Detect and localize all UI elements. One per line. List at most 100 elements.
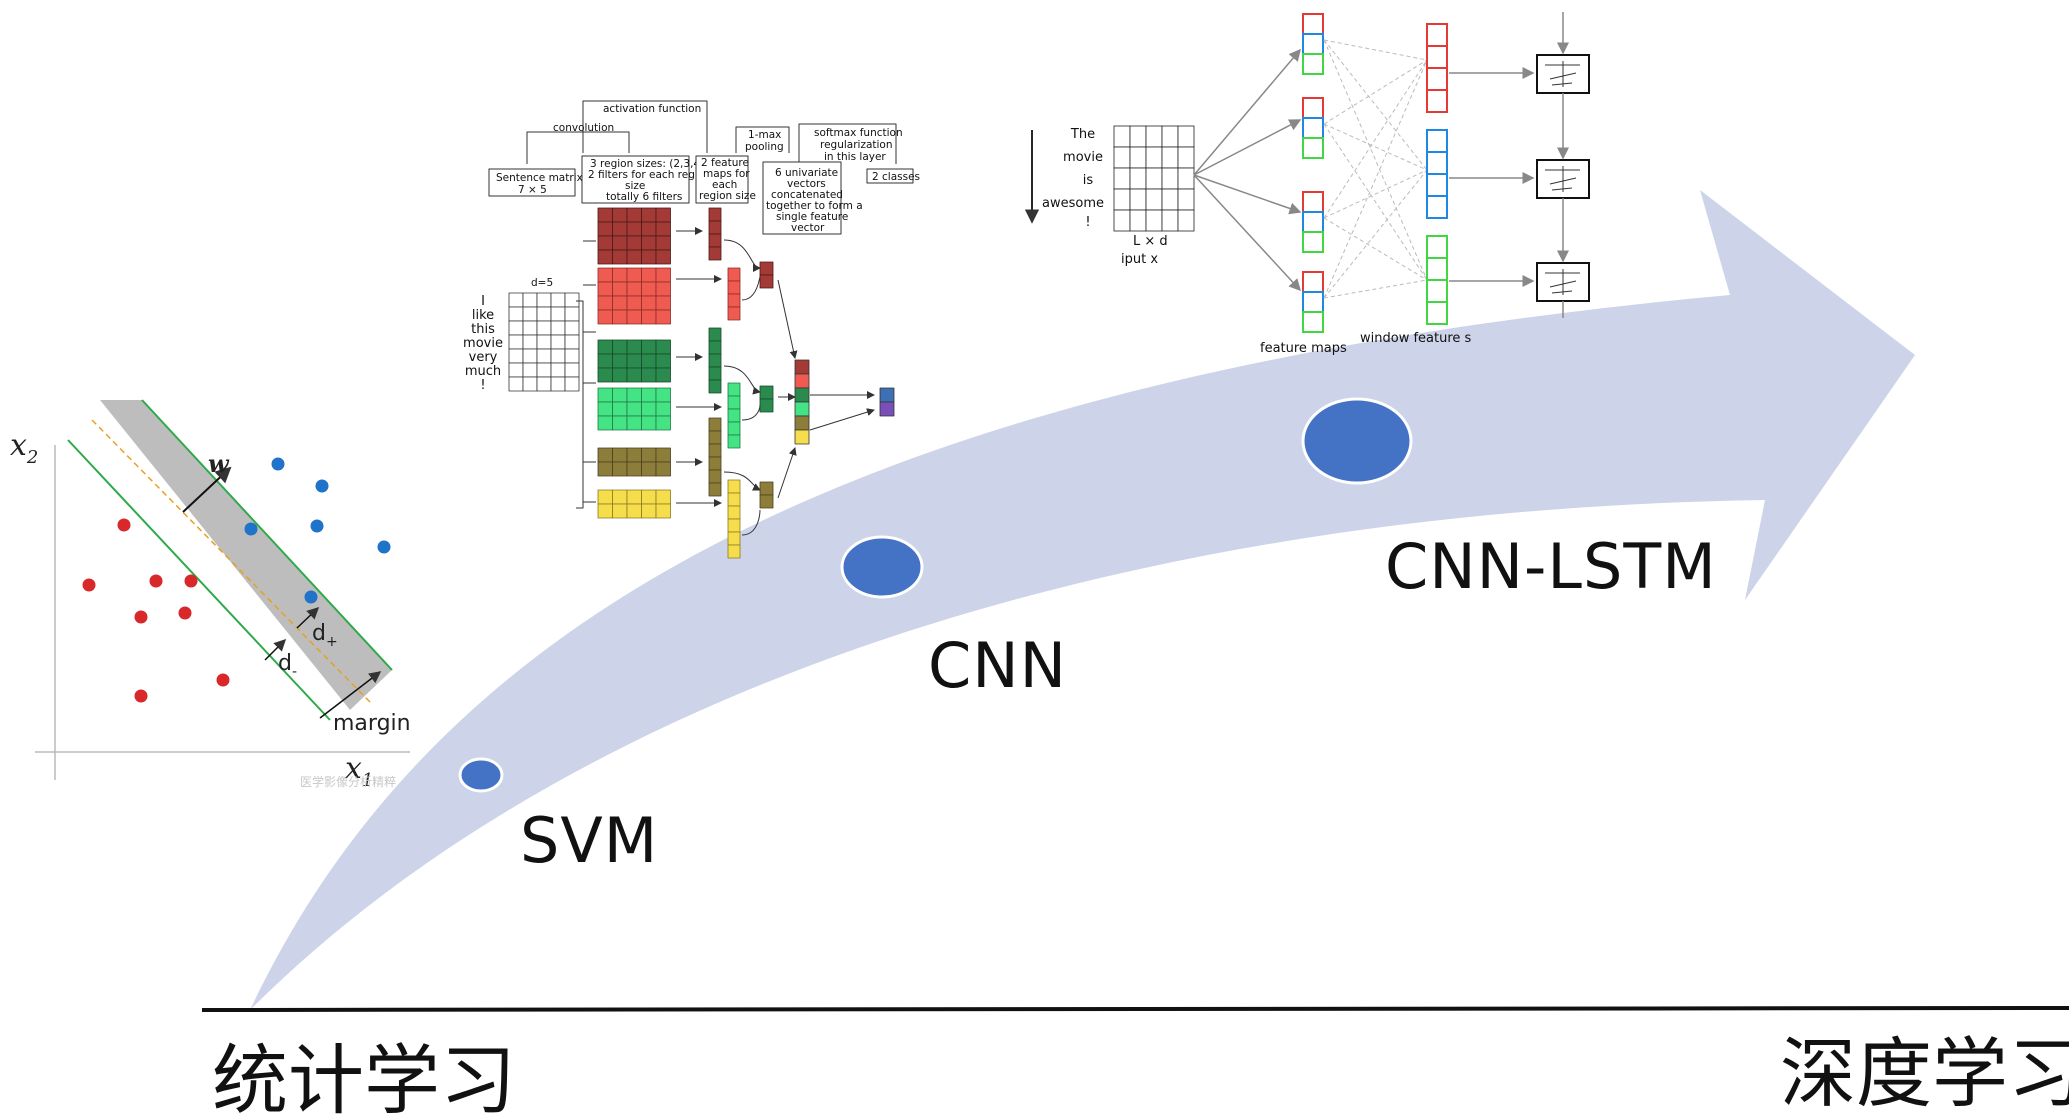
cnn-word-1: I [481,294,485,309]
feature-map-cell [1302,97,1324,119]
cnn-feat-text-4: region size [699,190,756,202]
feature-map-cell [1302,33,1324,55]
dashed-link [1323,39,1428,171]
cnn-word-4: movie [463,336,503,351]
lstm-cells [1449,12,1590,318]
cnn-matrix-grid [508,292,580,392]
svm-node [458,757,504,793]
cnn-pool-text-1: 1-max [748,129,781,141]
feature-map-cell [1302,53,1324,75]
svm-boundary-upper [141,399,393,671]
cnn-uni-text-1: 6 univariate [775,167,838,179]
svm-points-blue [244,457,391,604]
pooled-red [759,261,774,289]
svm-margin-band [100,400,392,710]
svm-w-label: w [208,449,230,478]
cnn-sentence-text-2: 7 × 5 [518,184,547,196]
cnn-node [840,535,924,599]
window-feature-cell [1426,45,1448,69]
svm-boundary-lower [67,439,331,721]
svm-margin-label: margin [333,711,411,736]
filter-dark-red [597,207,671,265]
dashed-link [1323,59,1428,219]
filter-olive [597,447,671,477]
cnn-d5-label: d=5 [531,277,553,289]
cnn-region-text-1: 3 region sizes: (2,3,4) [590,158,704,170]
svm-w-arrow [182,466,232,513]
cnn-region-box [581,155,690,204]
cnn-classes-box [866,168,914,184]
cnn-uni-text-2: vectors [787,178,826,190]
cnn-word-2: like [472,308,494,323]
dashed-link [1323,217,1428,281]
cnn-word-6: much [465,364,501,379]
cnn-uni-box [762,161,842,235]
cnn-feat-text-3: each [712,179,737,191]
cnn-filters [597,207,671,519]
cnn-lstm-illustration: The movie is awesome ! L × d iput x feat… [1024,12,1590,356]
filter-dark-green [597,339,671,383]
lstm-word-4: awesome [1042,196,1104,211]
cnn-sentence-matrix [508,292,580,392]
lstm-cell-internals [1545,166,1580,192]
lstm-cell-internals [1545,61,1580,87]
svm-d-plus-label: d+ [312,621,338,650]
dashed-link [1323,59,1428,125]
dashed-link [1323,169,1428,299]
cnn-connectors [576,227,875,536]
concat-cell [794,387,810,403]
cnn-concat-vector [794,359,810,445]
filter-light-green [597,387,671,431]
lstm-dashed-links [1323,39,1428,299]
cnn-pooled [759,261,774,509]
svm-x2-label: x2 [10,428,38,468]
fmap-light-green [727,382,741,449]
cnn-word-5: very [469,350,498,365]
fmap-dark-green [708,327,722,394]
cnn-word-3: this [471,322,495,337]
dashed-link [1323,123,1428,171]
window-feature-cell [1426,23,1448,47]
feature-map-cell [1302,231,1324,253]
window-feature-cell [1426,151,1448,175]
cnn-output [879,387,895,417]
cnn-feat-box [695,155,749,204]
cnn-uni-text-5: single feature [776,211,848,223]
concat-cell [794,429,810,445]
window-feature-cell [1426,173,1448,197]
filter-yellow [597,489,671,519]
cnn-feat-text-1: 2 feature [701,157,749,169]
lstm-cell-internals [1545,269,1580,295]
concat-cell [794,373,810,389]
progress-arrow [250,190,1915,1010]
cnn-pooling-bracket [735,126,790,153]
feature-map-cell [1302,191,1324,213]
feature-map-cell [1302,211,1324,233]
window-feature-cell [1426,129,1448,153]
lstm-feature-maps [1302,13,1324,333]
svm-hyperplane [91,419,371,703]
axis-left-label: 统计学习 [212,1036,516,1115]
cnn-softmax-bracket [798,123,897,164]
cnn-word-7: ! [480,378,485,393]
cnn-softmax-text-2: regularization [820,139,893,151]
dashed-link [1323,123,1428,281]
lstm-lxd-label: L × d [1133,234,1168,249]
feature-map-cell [1302,271,1324,293]
concat-cell [794,415,810,431]
cnn-convolution-text: convolution [553,122,614,134]
cnn-softmax-text-1: softmax function [814,127,903,139]
feature-map-cell [1302,137,1324,159]
feature-map-cell [1302,311,1324,333]
svm-x1-label: x1 [345,751,373,791]
fmap-red [727,267,741,321]
cnn-uni-text-6: vector [791,222,825,234]
feature-map-cell [1302,13,1324,35]
lstm-input-arrows [1193,48,1302,292]
pooled-olive [759,481,774,509]
svm-margin-arrow [319,671,382,719]
fmap-dark-red [708,207,722,261]
lstm-input-matrix [1113,125,1195,232]
cnn-feature-maps [708,207,741,559]
pooled-green [759,385,774,413]
